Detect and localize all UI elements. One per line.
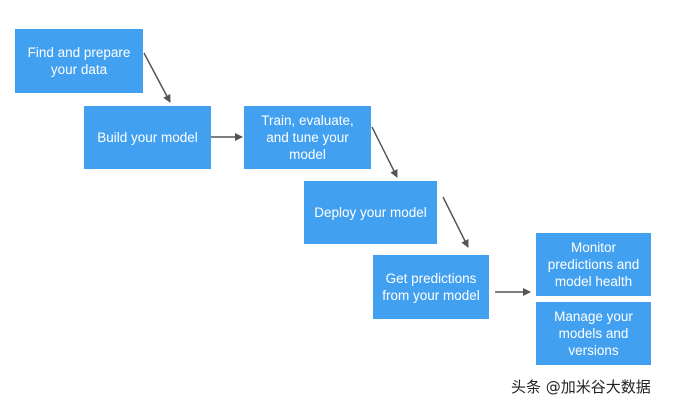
step-manage-models: Manage your models and versions xyxy=(536,302,651,365)
step-get-predictions: Get predictions from your model xyxy=(373,255,489,319)
arrow-train-to-deploy xyxy=(371,126,398,178)
arrow-find-to-build xyxy=(143,52,171,103)
arrow-deploy-to-predict xyxy=(442,196,469,248)
watermark-text: 头条 @加米谷大数据 xyxy=(511,378,651,396)
step-monitor: Monitor predictions and model health xyxy=(536,233,651,296)
step-build-model: Build your model xyxy=(84,106,211,169)
step-find-prepare-data: Find and prepare your data xyxy=(15,29,143,93)
step-train-evaluate-tune: Train, evaluate, and tune your model xyxy=(244,106,371,169)
step-deploy-model: Deploy your model xyxy=(304,181,437,244)
